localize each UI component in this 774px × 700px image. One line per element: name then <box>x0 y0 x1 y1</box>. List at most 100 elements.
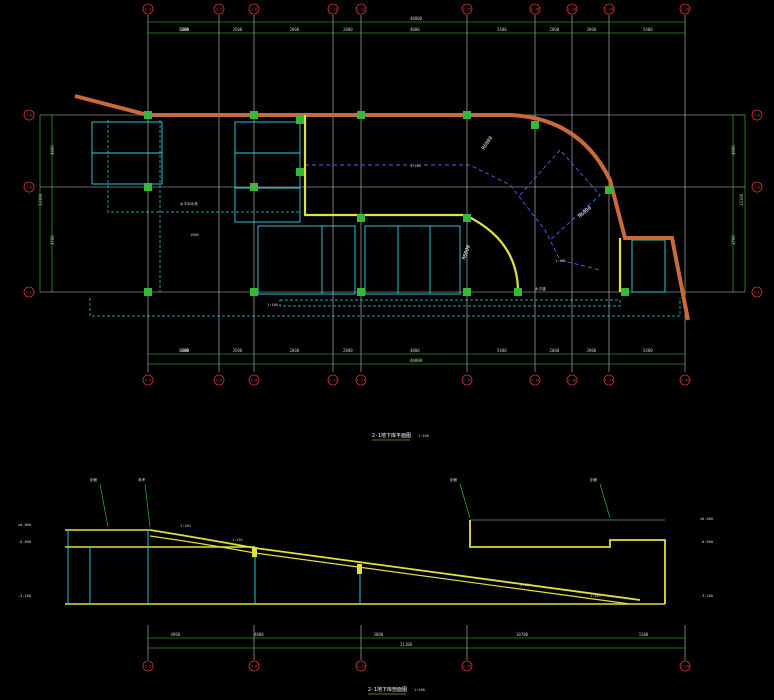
grid-bubble-top: 2-11 <box>327 3 339 15</box>
callout-leader <box>599 483 611 519</box>
section-dim-total: 31100 <box>400 642 413 647</box>
slope-label: 1:15% <box>520 583 532 587</box>
svg-text:2-3: 2-3 <box>145 378 152 382</box>
slope-label: 1:15% <box>232 538 244 542</box>
grid-bubble-top: 2-6 <box>248 3 260 15</box>
slope-label: 1:10% <box>590 594 602 598</box>
plan-note: 1:10% <box>555 259 567 263</box>
left-dim-2: 3700 <box>50 235 55 245</box>
bottom-dim-label: 3900 <box>587 348 597 353</box>
ramp-slab-top <box>149 529 641 601</box>
top-dim-label: 2000 <box>290 27 300 32</box>
svg-text:2-L: 2-L <box>26 290 33 294</box>
section-scale: 1:100 <box>414 688 425 692</box>
bottom-dim-label: 2000 <box>550 348 560 353</box>
ramp-slab-bottom <box>149 535 631 605</box>
grid-bubble-top: 2-16 <box>529 3 541 15</box>
section-dim-label: 10700 <box>516 632 529 637</box>
right-dim-1: 4900 <box>731 145 736 155</box>
grid-bubble-bottom: 2-5 <box>213 374 225 386</box>
svg-text:2-5: 2-5 <box>216 378 223 382</box>
top-dim-label: 5400 <box>643 27 653 32</box>
plan-note: 水平封水条 <box>180 201 198 206</box>
column <box>463 111 471 119</box>
bottom-dim-label: 2000 <box>290 348 300 353</box>
svg-text:2-G: 2-G <box>754 185 761 189</box>
top-dim-total: 40800 <box>410 16 423 21</box>
section-callout: 参考 <box>138 477 146 482</box>
grid-bubble-bottom: 2-3 <box>142 374 154 386</box>
radius-label: R6000 <box>461 244 472 260</box>
column <box>144 288 152 296</box>
section-callout: 剖面 <box>450 477 458 482</box>
svg-text:2-11: 2-11 <box>329 378 338 382</box>
svg-text:2-G: 2-G <box>26 185 33 189</box>
top-dim-label: 4000 <box>410 27 420 32</box>
grid-bubble-top: 2-3 <box>142 3 154 15</box>
top-dim-label: 3300 <box>180 27 190 32</box>
svg-text:2-11: 2-11 <box>329 7 338 11</box>
section-grid-bubble: 2-6 <box>248 660 260 672</box>
room-outline <box>257 225 356 295</box>
right-dim-2: 3700 <box>731 235 736 245</box>
left-dim-1: 4900 <box>50 145 55 155</box>
grid-bubble-bottom: 2-15 <box>461 374 473 386</box>
section-dim-label: 3800 <box>374 632 384 637</box>
column <box>357 288 365 296</box>
dashed-outline <box>89 298 681 317</box>
svg-text:2-12: 2-12 <box>357 378 366 382</box>
svg-text:2-15: 2-15 <box>463 7 472 11</box>
grid-bubble-top: 2-5 <box>213 3 225 15</box>
grid-bubble-right-h: 2-H <box>751 109 763 121</box>
plan-note: 1:10% <box>410 164 422 168</box>
bottom-dim-label: 5400 <box>179 348 189 353</box>
column <box>514 288 522 296</box>
plan-note: 水平缝 <box>535 286 546 291</box>
svg-text:2-16: 2-16 <box>531 378 540 382</box>
room-outline <box>364 225 461 295</box>
svg-text:2-16: 2-16 <box>531 7 540 11</box>
svg-text:2-19: 2-19 <box>605 378 614 382</box>
grid-bubble-bottom: 2-20 <box>679 374 691 386</box>
grid-bubble-right-g: 2-G <box>751 181 763 193</box>
svg-text:2-18: 2-18 <box>568 7 577 11</box>
section-title: 2-1地下库剖面图 <box>368 686 407 693</box>
bottom-dim-label: 5400 <box>497 348 507 353</box>
column <box>144 111 152 119</box>
radius-label: R6000 <box>481 135 495 151</box>
grid-bubble-bottom: 2-18 <box>566 374 578 386</box>
bottom-dim-label: 3300 <box>180 348 190 353</box>
bottom-dim-label: 3500 <box>233 348 243 353</box>
section-grid-bubble: 2-11 <box>355 660 367 672</box>
column <box>357 111 365 119</box>
top-dim-label: 5400 <box>179 27 189 32</box>
top-dim-label: 2000 <box>550 27 560 32</box>
grid-bubble-top: 2-19 <box>603 3 615 15</box>
grid-bubble-left-l: 2-L <box>23 286 35 298</box>
svg-text:2-6: 2-6 <box>251 664 258 668</box>
plan-vertical-grid-lines <box>147 15 686 372</box>
structural-columns <box>144 111 629 296</box>
svg-text:2-5: 2-5 <box>216 7 223 11</box>
plan-scale: 1:100 <box>418 434 429 438</box>
column <box>463 214 471 222</box>
outer-wall <box>74 94 690 321</box>
svg-text:2-3: 2-3 <box>145 7 152 11</box>
slope-label: 1:10% <box>180 524 192 528</box>
grid-bubble-bottom: 2-12 <box>355 374 367 386</box>
room-outline <box>631 239 666 293</box>
grid-bubble-top: 2-15 <box>461 3 473 15</box>
top-dim-label: 3500 <box>233 27 243 32</box>
svg-text:2-12: 2-12 <box>357 7 366 11</box>
bottom-dim-total: 40800 <box>410 358 423 363</box>
grid-bubble-top: 2-12 <box>355 3 367 15</box>
section-dim-label: 4800 <box>254 632 264 637</box>
roof-slab <box>469 520 666 604</box>
grid-bubble-bottom: 2-11 <box>327 374 339 386</box>
route-dashed <box>519 149 601 241</box>
svg-text:2-18: 2-18 <box>568 378 577 382</box>
